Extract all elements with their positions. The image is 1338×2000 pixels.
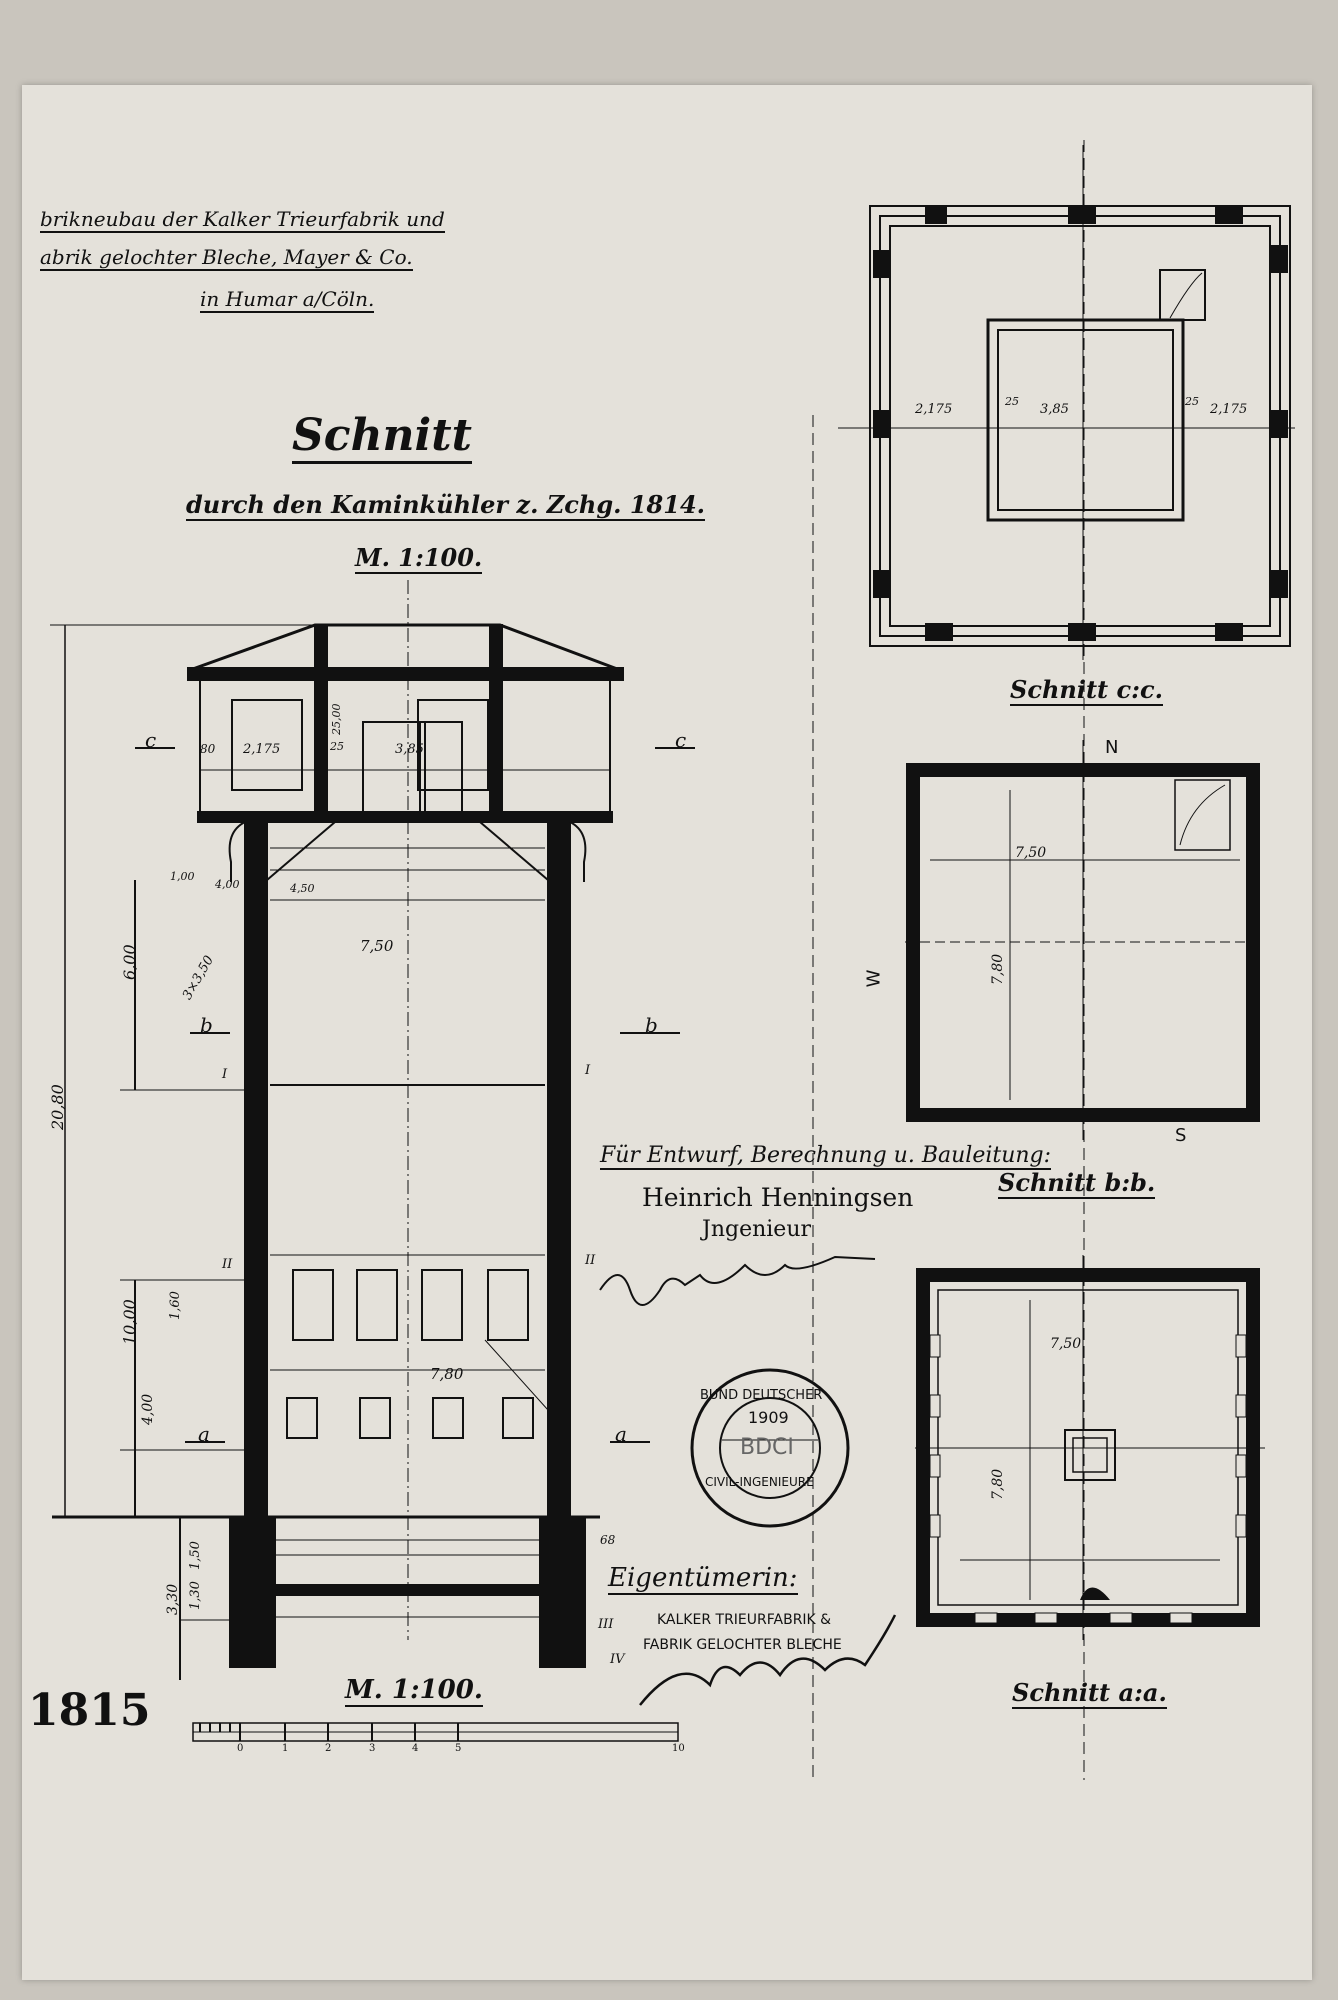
marker-i-left: I bbox=[222, 1067, 228, 1082]
scale-tick-1: 1 bbox=[282, 1743, 289, 1754]
dim-cc-2175-right: 2,175 bbox=[1210, 402, 1248, 417]
dim-400: 4,00 bbox=[215, 878, 240, 891]
owner-signature-graphic bbox=[639, 1614, 897, 1706]
engineer-title: Jngenieur bbox=[702, 1217, 812, 1242]
cut-c-right: c bbox=[675, 728, 687, 752]
header-line-2: abrik gelochter Bleche, Mayer & Co. bbox=[40, 245, 413, 271]
owner-heading: Eigentümerin: bbox=[608, 1563, 798, 1595]
drawing-title: Schnitt bbox=[292, 410, 472, 464]
dim-cc-25-left: 25 bbox=[1005, 395, 1019, 408]
section-aa-label: Schnitt a:a. bbox=[1012, 1678, 1167, 1709]
dim-450: 4,50 bbox=[290, 882, 315, 895]
header-line-1: brikneubau der Kalker Trieurfabrik und bbox=[40, 207, 445, 233]
dim-foundation: 3,30 bbox=[165, 1583, 181, 1615]
dim-100: 1,00 bbox=[170, 870, 195, 883]
marker-ii-right: II bbox=[585, 1253, 596, 1268]
marker-ii-left: II bbox=[222, 1257, 233, 1272]
stamp-text-bottom: CIVIL-INGENIEURE bbox=[705, 1475, 814, 1489]
scale-tick-5: 5 bbox=[455, 1743, 462, 1754]
marker-west: W bbox=[863, 969, 885, 988]
dim-base: 4,00 bbox=[140, 1393, 156, 1425]
main-section bbox=[50, 140, 1085, 1780]
sheet-number: 1815 bbox=[28, 1685, 151, 1736]
engineer-name: Heinrich Henningsen bbox=[642, 1183, 914, 1212]
cut-a-left: a bbox=[198, 1422, 210, 1446]
cut-b-right: b bbox=[645, 1013, 658, 1037]
dim-lower: 10,00 bbox=[120, 1299, 139, 1345]
owner-line-1: KALKER TRIEURFABRIK & bbox=[657, 1612, 832, 1628]
dim-cc-2175-left: 2,175 bbox=[915, 402, 953, 417]
dim-80-main: 80 bbox=[200, 742, 216, 756]
dim-bb-750: 7,50 bbox=[1015, 845, 1047, 861]
dim-upper: 6,00 bbox=[120, 944, 139, 980]
cut-a-right: a bbox=[615, 1422, 627, 1446]
dim-160: 1,60 bbox=[168, 1291, 183, 1320]
section-cc-label: Schnitt c:c. bbox=[1010, 675, 1163, 706]
dim-25-main: 25 bbox=[330, 740, 344, 753]
dim-2500-main: 25,00 bbox=[330, 703, 343, 736]
drawing-scale: M. 1:100. bbox=[355, 543, 483, 574]
scale-tick-0: 0 bbox=[237, 1743, 244, 1754]
scale-bar-title: M. 1:100. bbox=[345, 1675, 483, 1707]
dim-2175-main: 2,175 bbox=[243, 742, 281, 757]
marker-i-right: I bbox=[585, 1063, 591, 1078]
engineer-heading: Für Entwurf, Berechnung u. Bauleitung: bbox=[600, 1143, 1052, 1170]
plan-bb bbox=[905, 740, 1265, 1140]
stamp-year: 1909 bbox=[748, 1408, 789, 1427]
stamp-text-top: BUND DEUTSCHER bbox=[700, 1388, 823, 1403]
marker-north: N bbox=[1105, 737, 1119, 758]
dim-780-main: 7,80 bbox=[430, 1365, 464, 1383]
stamp-center: BDCI bbox=[740, 1435, 794, 1460]
owner-line-2: FABRIK GELOCHTER BLECHE bbox=[643, 1637, 842, 1653]
plan-aa bbox=[915, 1255, 1265, 1640]
marker-iii: III bbox=[598, 1617, 614, 1632]
section-bb-label: Schnitt b:b. bbox=[998, 1168, 1156, 1199]
plan-cc bbox=[838, 145, 1295, 660]
dim-total-height: 20,80 bbox=[48, 1084, 67, 1130]
scale-tick-4: 4 bbox=[412, 1743, 419, 1754]
cut-b-left: b bbox=[200, 1013, 213, 1037]
dim-aa-750: 7,50 bbox=[1050, 1336, 1082, 1352]
dim-750-main: 7,50 bbox=[360, 937, 394, 955]
marker-iv: IV bbox=[610, 1652, 625, 1667]
dim-bb-780: 7,80 bbox=[990, 953, 1006, 985]
cut-c-left: c bbox=[145, 728, 157, 752]
scale-bar-graphic bbox=[192, 1722, 679, 1742]
dim-cc-385: 3,85 bbox=[1040, 402, 1069, 417]
scale-tick-3: 3 bbox=[369, 1743, 376, 1754]
header-line-3: in Humar a/Cöln. bbox=[200, 287, 375, 313]
dim-150: 1,50 bbox=[188, 1541, 203, 1570]
dim-68: 68 bbox=[600, 1533, 616, 1547]
dim-130: 1,30 bbox=[188, 1581, 203, 1610]
stamp-seal bbox=[690, 1368, 850, 1528]
dim-cc-25-right: 25 bbox=[1185, 395, 1199, 408]
drawing-subtitle: durch den Kaminkühler z. Zchg. 1814. bbox=[186, 490, 705, 521]
engineer-signature-graphic bbox=[599, 1255, 876, 1306]
marker-south: S bbox=[1175, 1125, 1187, 1146]
scale-tick-10: 10 bbox=[672, 1743, 685, 1754]
dim-385-main: 3,85 bbox=[395, 742, 424, 757]
dim-aa-780: 7,80 bbox=[990, 1468, 1006, 1500]
scale-tick-2: 2 bbox=[325, 1743, 332, 1754]
